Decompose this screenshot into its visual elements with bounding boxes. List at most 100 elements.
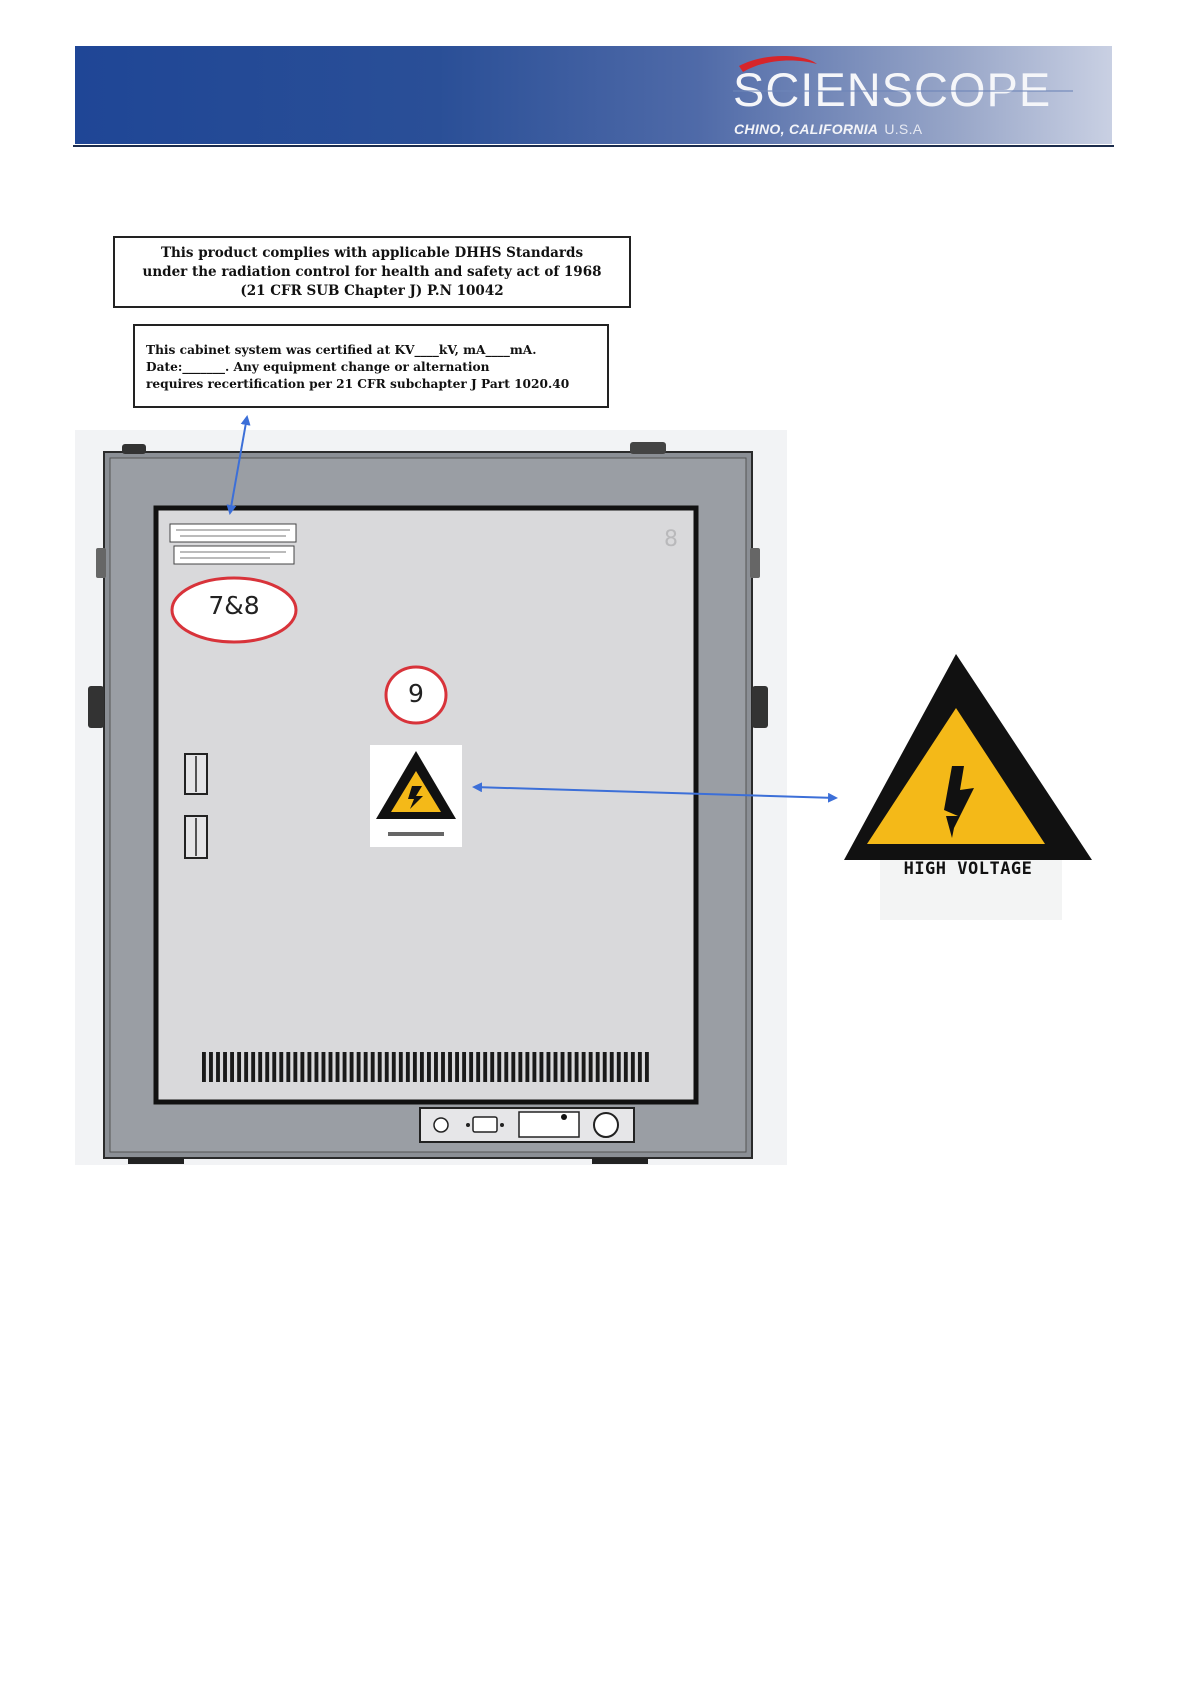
compliance-label: This product complies with applicable DH…	[113, 236, 631, 308]
cabinet-foot	[592, 1158, 648, 1164]
vent-slot	[370, 1052, 375, 1082]
vent-slot	[595, 1052, 600, 1082]
vent-slot	[483, 1052, 488, 1082]
vent-slot	[560, 1052, 565, 1082]
vent-slot	[497, 1052, 502, 1082]
vent-slot	[216, 1052, 220, 1082]
callout-badge-78-text: 7&8	[208, 591, 260, 620]
vent-slot	[314, 1052, 319, 1082]
vent-slot	[623, 1052, 628, 1082]
vent-slot	[384, 1052, 389, 1082]
top-hinge	[122, 444, 146, 454]
vent-slot	[637, 1052, 642, 1082]
vent-slot	[609, 1052, 614, 1082]
vent-slot	[405, 1052, 410, 1082]
vent-slot	[546, 1052, 551, 1082]
vent-slot	[335, 1052, 340, 1082]
vent-slot	[434, 1052, 438, 1082]
vent-slot	[532, 1052, 537, 1082]
vent-slot	[511, 1052, 516, 1082]
vent-slot	[342, 1052, 347, 1082]
vent-slot	[230, 1052, 234, 1082]
side-latch	[752, 686, 768, 728]
vent-slot	[518, 1052, 523, 1082]
compliance-line: (21 CFR SUB Chapter J) P.N 10042	[240, 283, 504, 299]
side-latch	[96, 548, 106, 578]
vent-slot	[427, 1052, 431, 1082]
vent-slot	[525, 1052, 530, 1082]
vent-grille	[202, 1052, 649, 1082]
callout-arrow-sign	[472, 782, 838, 803]
top-hinge	[630, 442, 666, 454]
callout-arrow-label	[226, 415, 251, 515]
serial-port	[472, 1116, 498, 1133]
location-country: U.S.A	[884, 121, 923, 137]
vent-slot	[293, 1052, 298, 1082]
side-latch	[88, 686, 104, 728]
vent-slot	[328, 1052, 333, 1082]
switch-panel	[518, 1111, 580, 1138]
vent-slot	[539, 1052, 544, 1082]
cabinet-foot	[128, 1158, 184, 1164]
vent-slot	[223, 1052, 227, 1082]
key-switch	[593, 1112, 619, 1138]
certification-line: requires recertification per 21 CFR subc…	[146, 377, 570, 391]
vent-slot	[237, 1052, 242, 1082]
vent-slot	[581, 1052, 586, 1082]
vent-slot	[419, 1052, 424, 1082]
vent-slot	[455, 1052, 459, 1082]
high-voltage-caption: HIGH VOLTAGE	[903, 859, 1033, 879]
vent-slot	[265, 1052, 270, 1082]
callout-badge-78	[170, 576, 298, 644]
high-voltage-icon	[844, 654, 1092, 920]
certification-label: This cabinet system was certified at KV_…	[133, 324, 609, 408]
header-rule	[73, 145, 1114, 147]
vent-slot	[321, 1052, 326, 1082]
vent-slot	[588, 1052, 593, 1082]
header-banner	[75, 46, 1112, 144]
vent-slot	[412, 1052, 417, 1082]
vent-slot	[574, 1052, 579, 1082]
vent-slot	[349, 1052, 354, 1082]
vent-slot	[272, 1052, 277, 1082]
vent-slot	[356, 1052, 361, 1082]
vent-slot	[307, 1052, 312, 1082]
vent-slot	[244, 1052, 249, 1082]
vent-slot	[602, 1052, 607, 1082]
vent-slot	[286, 1052, 291, 1082]
certification-line: Date:_______. Any equipment change or al…	[146, 360, 490, 374]
vent-slot	[469, 1052, 474, 1082]
svg-text:8: 8	[664, 527, 678, 552]
scienscope-logo: SCIENSCOPE	[733, 56, 1073, 116]
vent-slot	[448, 1052, 452, 1082]
vent-slot	[377, 1052, 382, 1082]
compliance-line: This product complies with applicable DH…	[160, 245, 584, 261]
certification-line: This cabinet system was certified at KV_…	[146, 343, 537, 357]
vent-slot	[398, 1052, 403, 1082]
power-port	[433, 1117, 449, 1133]
vent-slot	[553, 1052, 558, 1082]
vent-slot	[363, 1052, 368, 1082]
callout-badge-9-text: 9	[408, 679, 424, 708]
vent-slot	[630, 1052, 635, 1082]
brand-text: SCIENSCOPE	[733, 63, 1051, 116]
vent-slot	[251, 1052, 256, 1082]
vent-slot	[462, 1052, 467, 1082]
compliance-line: under the radiation control for health a…	[142, 264, 602, 280]
vent-slot	[616, 1052, 621, 1082]
vent-slot	[202, 1052, 206, 1082]
mini-label	[173, 545, 295, 565]
vent-slot	[490, 1052, 495, 1082]
vent-slot	[441, 1052, 445, 1082]
vent-slot	[258, 1052, 263, 1082]
vent-slot	[644, 1052, 649, 1082]
side-latch	[750, 548, 760, 578]
vent-slot	[279, 1052, 284, 1082]
mini-label	[169, 523, 297, 543]
vent-slot	[300, 1052, 305, 1082]
callout-badge-9	[384, 665, 448, 725]
vent-slot	[476, 1052, 481, 1082]
vent-slot	[567, 1052, 572, 1082]
